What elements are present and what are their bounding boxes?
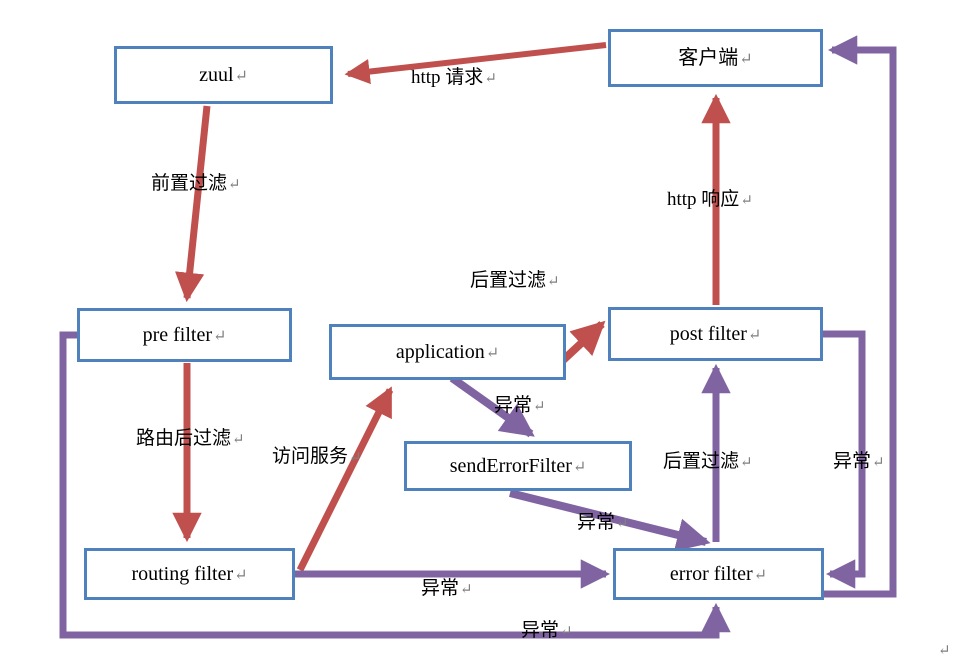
edge-label-access-service: 访问服务↵ — [272, 446, 362, 467]
edge-label-post-filtering-top: 后置过滤↵ — [470, 270, 560, 291]
edge-label-exception-application: 异常↵ — [494, 395, 546, 416]
edge-application-to-send-error-filter — [449, 374, 535, 438]
node-application[interactable]: application↵ — [329, 324, 566, 380]
node-routing-filter-label: routing filter↵ — [131, 563, 248, 585]
edge-client-to-zuul — [344, 42, 607, 85]
edge-label-exception-send-error: 异常↵ — [577, 512, 629, 533]
edge-application-to-post-filter — [557, 320, 606, 366]
edge-label-exception-far-right: 异常↵ — [833, 451, 885, 472]
stray-pilcrow-mark: ↵ — [938, 643, 951, 659]
edge-label-post-filtering-right: 后置过滤↵ — [663, 451, 753, 472]
node-zuul[interactable]: zuul↵ — [114, 46, 333, 104]
edge-label-http-response: http 响应↵ — [667, 189, 753, 210]
node-application-label: application↵ — [395, 341, 500, 363]
node-error-filter[interactable]: error filter↵ — [613, 548, 824, 600]
edge-post-filter-to-error-filter — [823, 330, 866, 589]
edge-send-error-filter-to-error-filter — [509, 489, 711, 552]
node-send-error-filter-label: sendErrorFilter↵ — [449, 455, 587, 477]
edge-label-http-request: http 请求↵ — [411, 67, 497, 88]
node-error-filter-label: error filter↵ — [669, 563, 768, 585]
node-pre-filter-label: pre filter↵ — [142, 324, 227, 346]
edge-zuul-to-pre-filter — [174, 105, 211, 303]
node-post-filter[interactable]: post filter↵ — [608, 307, 823, 361]
node-send-error-filter[interactable]: sendErrorFilter↵ — [404, 441, 632, 491]
edge-label-pre-filtering: 前置过滤↵ — [151, 173, 241, 194]
edge-error-filter-to-client — [824, 35, 897, 598]
edge-label-post-routing-filter: 路由后过滤↵ — [136, 428, 245, 449]
edge-routing-filter-to-application — [296, 386, 394, 572]
node-client-label: 客户端↵ — [678, 47, 753, 69]
edge-label-exception-routing: 异常↵ — [421, 578, 473, 599]
node-client[interactable]: 客户端↵ — [608, 29, 823, 87]
node-post-filter-label: post filter↵ — [669, 323, 762, 345]
node-zuul-label: zuul↵ — [199, 64, 248, 86]
node-pre-filter[interactable]: pre filter↵ — [77, 308, 292, 362]
node-routing-filter[interactable]: routing filter↵ — [84, 548, 295, 600]
edge-label-exception-bottom: 异常↵ — [521, 620, 573, 641]
edge-pre-filter-to-error-filter — [59, 331, 731, 639]
